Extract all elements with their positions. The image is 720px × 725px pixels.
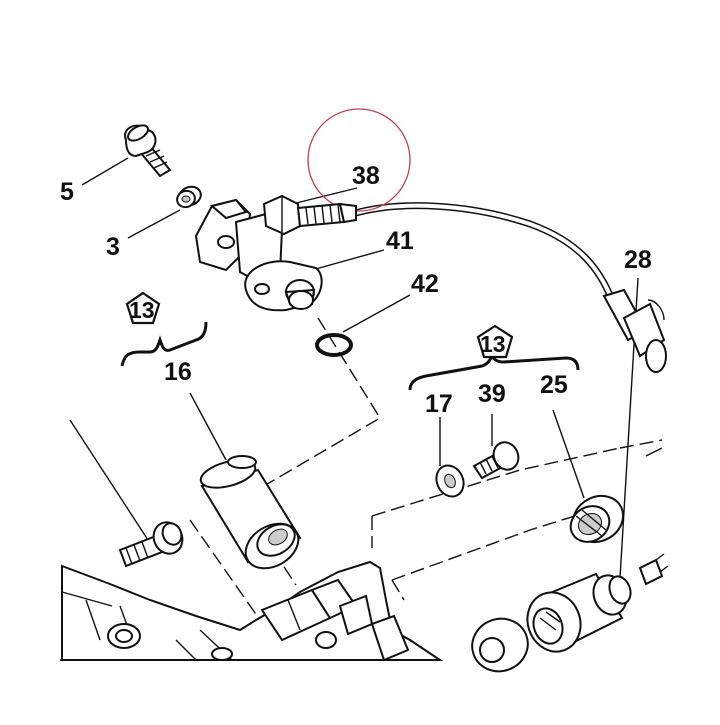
bolt-39	[472, 441, 520, 480]
washer-3	[176, 185, 202, 209]
label-17: 17	[425, 390, 453, 418]
label-42: 42	[411, 270, 439, 298]
drive-gear-28	[471, 553, 669, 673]
highlight-circle	[307, 108, 411, 212]
label-28: 28	[624, 246, 652, 274]
brace-left	[120, 291, 208, 367]
label-39: 39	[478, 380, 506, 408]
label-25: 25	[540, 371, 568, 399]
dashed-center-lines	[189, 317, 663, 621]
o-ring-42	[315, 333, 353, 357]
bolt-5	[124, 124, 172, 178]
housing-stub-right	[645, 299, 665, 457]
label-38: 38	[352, 162, 380, 190]
part-labels: 5 3 38 41 42 13 16 13 17 39 25 28	[60, 162, 652, 418]
sleeve-16	[199, 455, 302, 570]
label-41: 41	[386, 227, 414, 255]
speed-sensor-cable	[351, 202, 667, 373]
label-5: 5	[60, 178, 74, 206]
bolt-lower-left	[118, 521, 184, 568]
label-13-right: 13	[480, 331, 506, 357]
transmission-case	[60, 560, 444, 662]
label-13-left: 13	[129, 297, 155, 323]
label-3: 3	[106, 233, 120, 261]
flange-adapter-41	[244, 260, 323, 312]
seal-25	[569, 494, 625, 544]
brace-right	[408, 324, 580, 391]
washer-17	[435, 464, 465, 498]
label-16: 16	[164, 358, 192, 386]
